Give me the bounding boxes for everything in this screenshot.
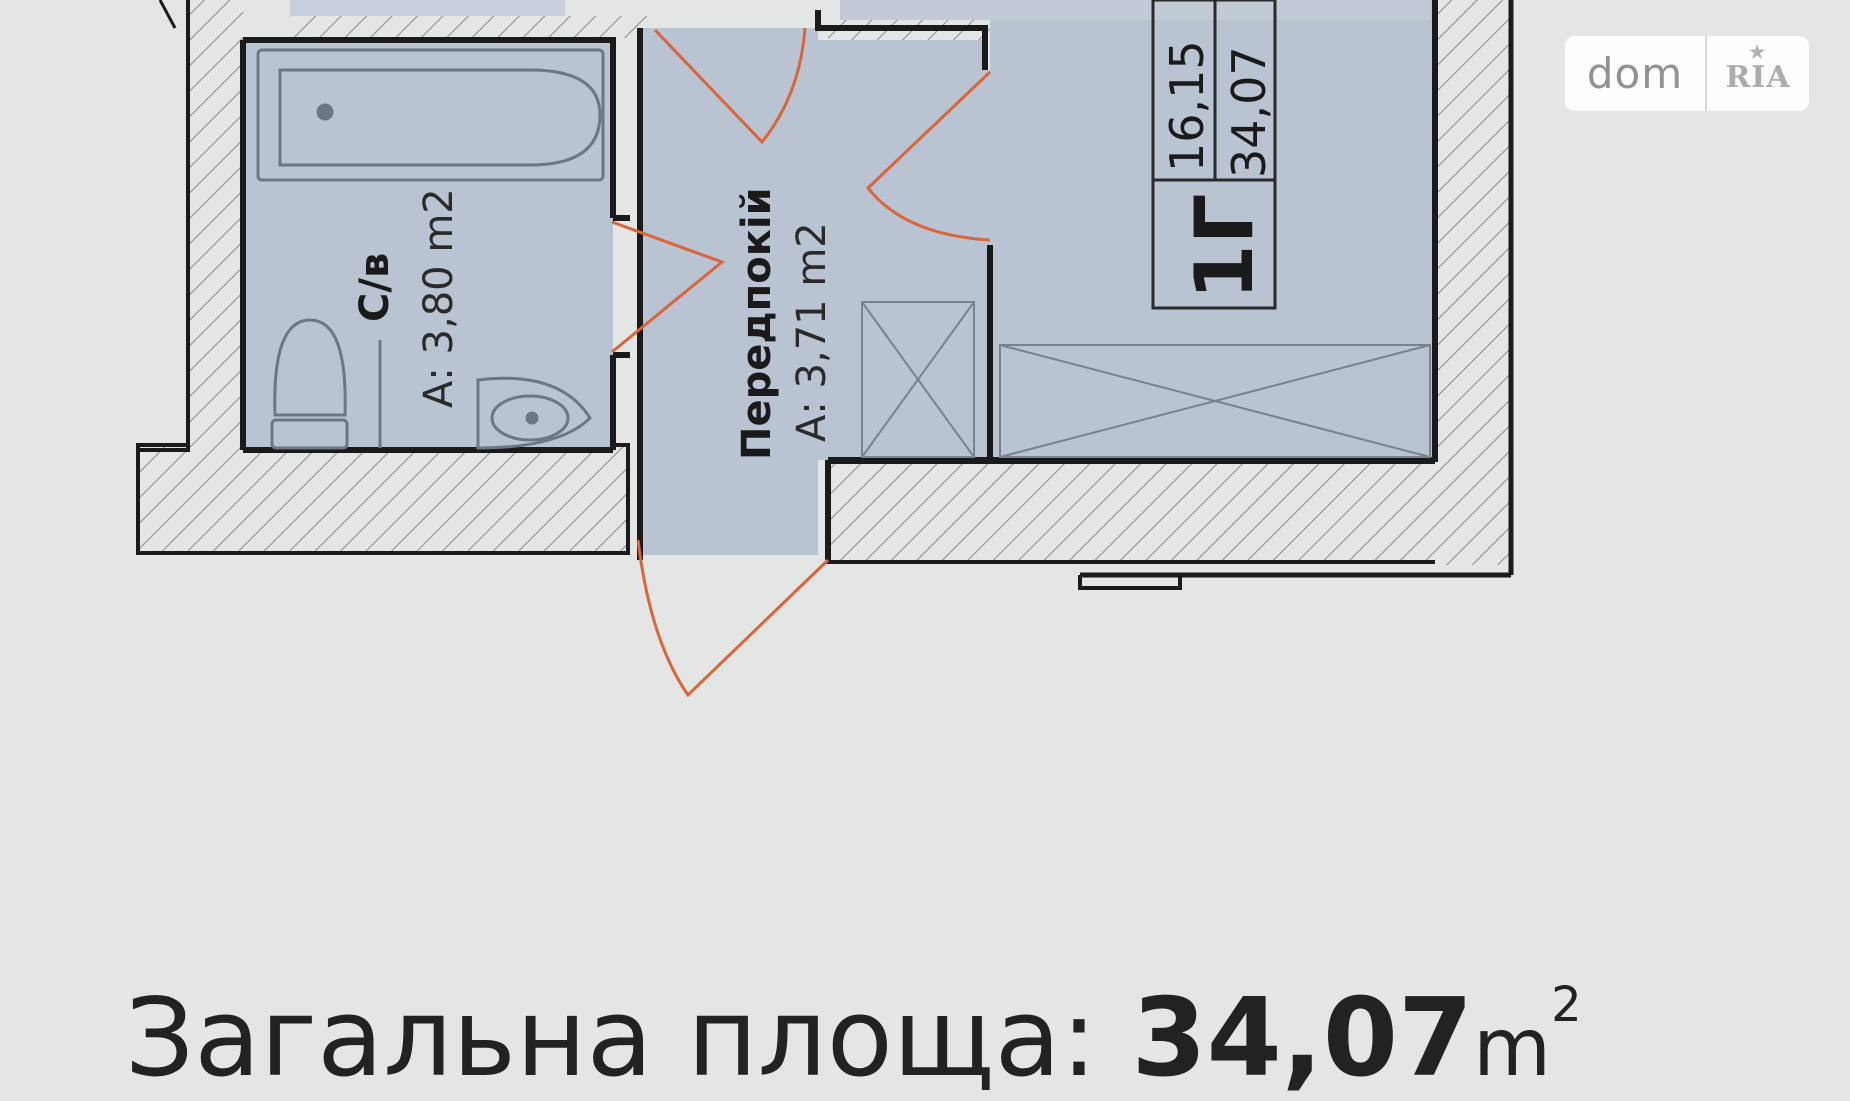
door-top	[653, 27, 807, 145]
watermark-ria-logo: ★ RIA	[1707, 42, 1809, 95]
door-entrance	[636, 539, 830, 698]
interior-walls	[138, 0, 1438, 564]
total-area-value: 34,07	[1222, 46, 1276, 178]
bathroom-name: С/в	[352, 253, 398, 322]
ventilation-shafts	[861, 301, 1431, 458]
total-area-prefix: Загальна площа:	[125, 976, 1132, 1101]
total-area-caption: Загальна площа: 34,07m2	[125, 981, 1582, 1094]
hallway-name: Передпокій	[734, 187, 780, 460]
room-fills	[243, 0, 1435, 555]
bathtub-icon	[256, 48, 605, 182]
sink-icon	[378, 340, 592, 450]
floor-plan: С/в А: 3,80 m2 Передпокій А: 3,71 m2 1Г …	[136, 0, 1514, 698]
total-area-number: 34,07	[1131, 976, 1474, 1101]
total-area-exponent: 2	[1551, 977, 1582, 1033]
door-room	[865, 70, 992, 242]
watermark-ria-text: RIA	[1725, 60, 1791, 95]
watermark-dom-text: dom	[1586, 49, 1684, 98]
total-area-unit: m	[1473, 1001, 1552, 1094]
bathroom-area: А: 3,80 m2	[416, 188, 462, 408]
living-area-value: 16,15	[1160, 40, 1214, 172]
apartment-code: 1Г	[1178, 193, 1271, 300]
watermark-divider	[1705, 36, 1707, 111]
door-bathroom	[611, 220, 725, 354]
dom-ria-watermark: dom ★ RIA	[1565, 36, 1809, 111]
star-icon: ★	[1749, 42, 1767, 63]
hallway-area: А: 3,71 m2	[789, 222, 835, 442]
apartment-tag: 1Г 16,15 34,07	[1151, 0, 1277, 310]
doors	[611, 27, 992, 698]
toilet-icon	[270, 318, 349, 450]
